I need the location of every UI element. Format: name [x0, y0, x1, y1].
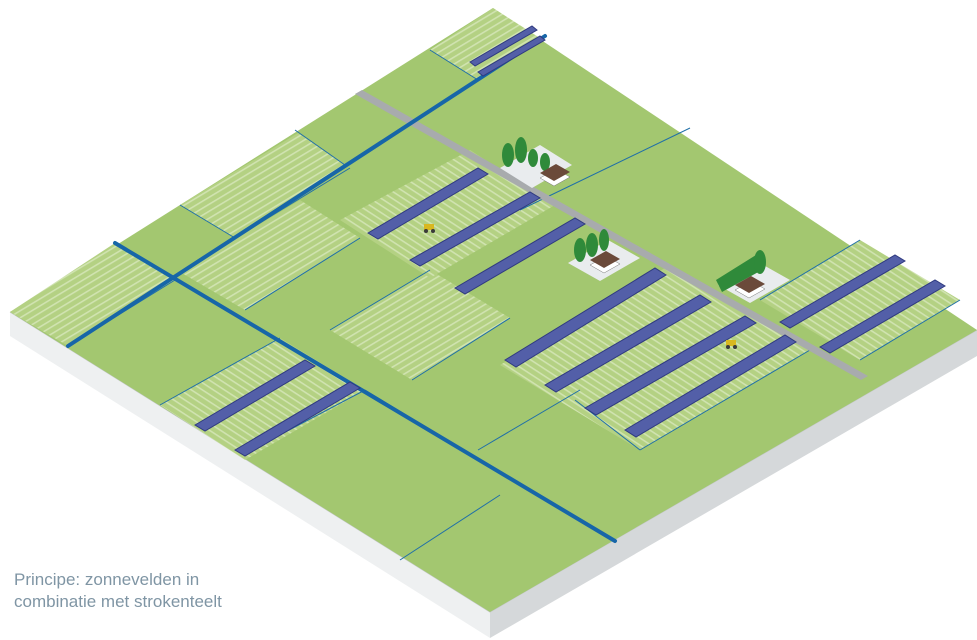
road	[355, 90, 868, 380]
solar-row	[367, 167, 586, 295]
tree-icon	[502, 137, 550, 171]
caption-line-2: combinatie met strokenteelt	[14, 592, 222, 611]
base-side-left	[10, 312, 490, 638]
solar-panels	[194, 25, 946, 457]
solar-row	[194, 359, 361, 457]
caption: Principe: zonnevelden in combinatie met …	[14, 569, 344, 613]
solar-row	[779, 254, 946, 354]
caption-line-1: Principe: zonnevelden in	[14, 570, 200, 589]
water-ditches	[66, 34, 617, 543]
farmhouse-icon	[539, 164, 571, 187]
solar-row	[469, 25, 546, 77]
farm-yard-3	[716, 250, 790, 303]
tractor-icon	[726, 340, 737, 349]
tree-icon	[716, 250, 766, 292]
farmhouse-icon	[734, 276, 766, 299]
farmhouse-icon	[589, 251, 621, 274]
base-side-right	[490, 330, 977, 638]
solar-row	[504, 267, 797, 438]
farm-yard-1	[500, 137, 572, 188]
tractor-icon	[424, 224, 435, 233]
tree-icon	[574, 229, 609, 262]
farm-yard-2	[568, 229, 640, 281]
